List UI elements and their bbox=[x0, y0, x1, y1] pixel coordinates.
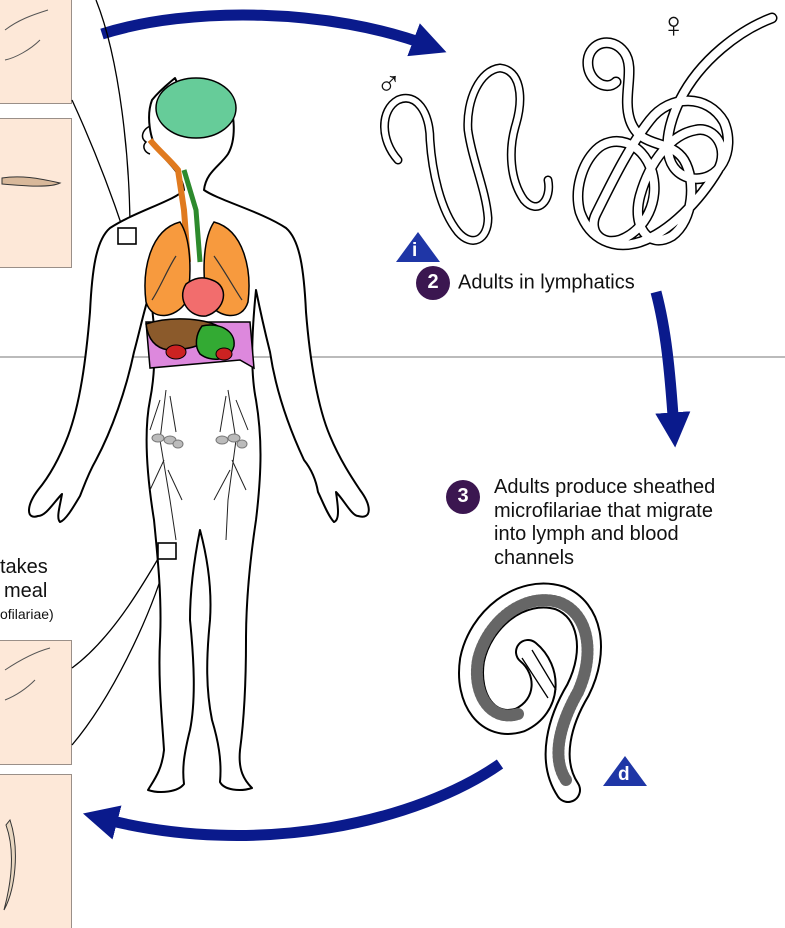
step3-number: 3 bbox=[446, 480, 480, 514]
left-text-line1: takes bbox=[0, 556, 48, 580]
step3-line: Adults produce sheathed bbox=[494, 476, 785, 500]
step2-text: Adults in lymphatics bbox=[458, 271, 635, 293]
connector-line bbox=[72, 555, 168, 745]
left-text-line2: meal bbox=[4, 580, 47, 604]
human-body-outline bbox=[29, 78, 369, 792]
kidney bbox=[216, 348, 232, 360]
kidney bbox=[166, 345, 186, 359]
face-profile bbox=[143, 126, 150, 154]
female-symbol: ♀ bbox=[660, 4, 687, 46]
connector-line bbox=[72, 100, 124, 232]
male-symbol: ♂ bbox=[376, 64, 402, 104]
bite-site-box-leg bbox=[158, 543, 176, 559]
left-text-line3: ofilariae) bbox=[0, 606, 54, 623]
step3-line: microfilariae that migrate bbox=[494, 500, 785, 524]
infective-badge-letter: i bbox=[412, 240, 417, 262]
mosquito-sketch-bottom bbox=[5, 648, 50, 700]
larva-sketch-bottom bbox=[4, 820, 15, 910]
step2-label: 2 Adults in lymphatics bbox=[416, 266, 635, 300]
mosquito-sketch bbox=[5, 10, 48, 60]
step2-number: 2 bbox=[416, 266, 450, 300]
female-adult-worm bbox=[578, 18, 772, 245]
arrow-to-adults bbox=[102, 15, 430, 46]
step3-line: into lymph and blood bbox=[494, 523, 785, 547]
diagnostic-badge-letter: d bbox=[618, 764, 630, 786]
infective-stage-badge bbox=[396, 232, 440, 262]
arrow-to-microfilariae bbox=[656, 292, 674, 430]
brain bbox=[156, 78, 236, 138]
larva-sketch bbox=[2, 177, 60, 186]
male-adult-worm bbox=[385, 68, 549, 240]
bite-site-box-chest bbox=[118, 228, 136, 244]
step3-line: channels bbox=[494, 547, 785, 571]
